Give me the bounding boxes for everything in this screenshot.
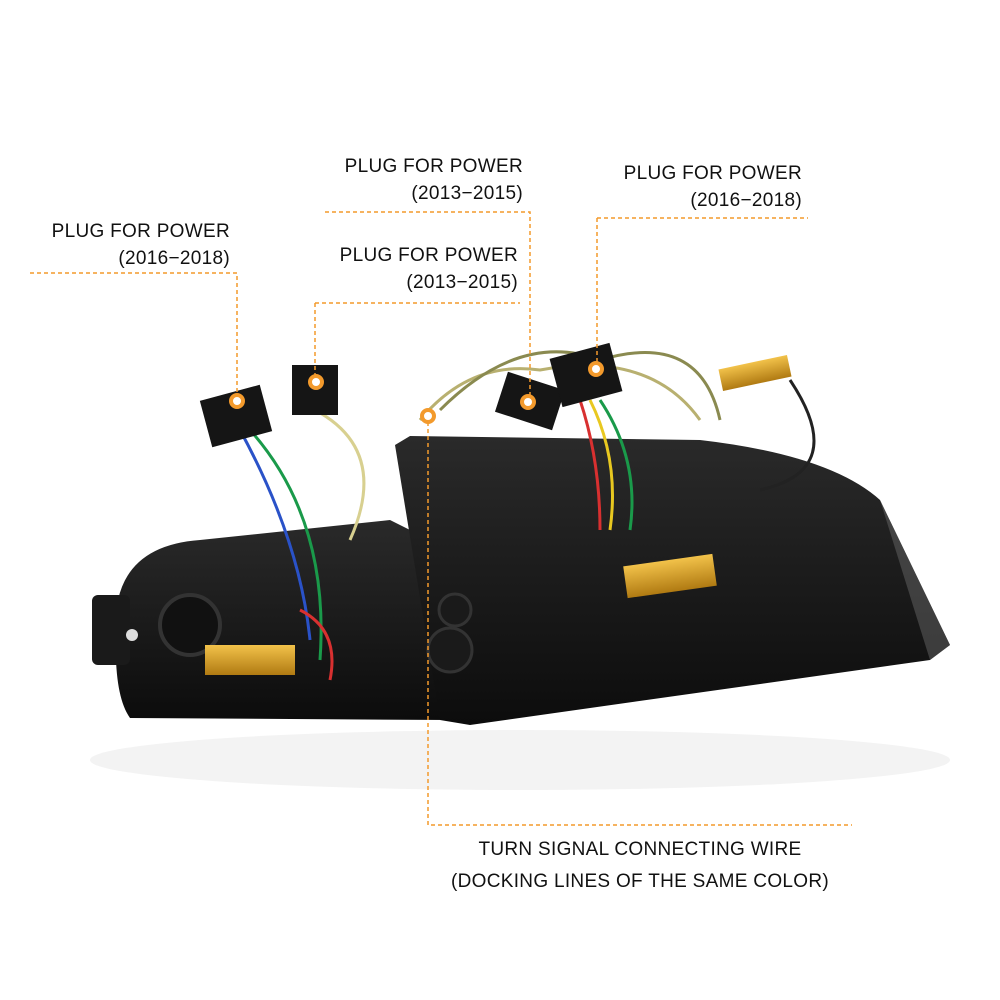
callout-years: (2016−2018): [690, 190, 802, 211]
lens-edge: [880, 500, 950, 660]
callout-lines: [30, 211, 852, 826]
callout-left-2016: PLUG FOR POWER (2016−2018): [30, 218, 230, 272]
load-resistor: [205, 645, 295, 675]
callout-dot-left-2016: [229, 393, 245, 409]
callout-dot-top-2013: [520, 394, 536, 410]
callout-dots: [229, 361, 604, 424]
callout-years: (2013−2015): [411, 183, 523, 204]
callout-right-2016: PLUG FOR POWER (2016−2018): [590, 160, 802, 214]
mount-bracket: [92, 595, 130, 665]
callout-dot-turn-signal: [420, 408, 436, 424]
bulb-socket: [426, 626, 474, 674]
callout-top-2013: PLUG FOR POWER (2013−2015): [300, 153, 523, 207]
callout-years: (2016−2018): [118, 248, 230, 269]
callout-title: PLUG FOR POWER: [344, 156, 523, 177]
callout-title: TURN SIGNAL CONNECTING WIRE: [478, 839, 802, 860]
load-resistor: [718, 354, 792, 392]
load-resistor: [623, 553, 717, 599]
wire-harness: [238, 350, 816, 681]
bulb-socket: [158, 593, 222, 657]
callout-turn-signal: TURN SIGNAL CONNECTING WIRE (DOCKING LIN…: [420, 834, 860, 898]
power-plug-2016-right: [549, 342, 623, 408]
callout-title: PLUG FOR POWER: [623, 163, 802, 184]
mount-bolt: [126, 629, 138, 641]
power-plug-2013-left: [292, 365, 338, 415]
callout-title: PLUG FOR POWER: [339, 245, 518, 266]
callout-mid-2013: PLUG FOR POWER (2013−2015): [300, 242, 518, 296]
inner-lamp-housing: [115, 520, 450, 720]
callout-subtitle: (DOCKING LINES OF THE SAME COLOR): [451, 871, 829, 892]
callout-years: (2013−2015): [406, 272, 518, 293]
power-plug-2016-left: [199, 384, 273, 448]
callout-dot-mid-2013: [308, 374, 324, 390]
callout-title: PLUG FOR POWER: [51, 221, 230, 242]
bulb-socket: [437, 592, 473, 628]
floor-reflection: [90, 730, 950, 790]
callout-dot-right-2016: [588, 361, 604, 377]
